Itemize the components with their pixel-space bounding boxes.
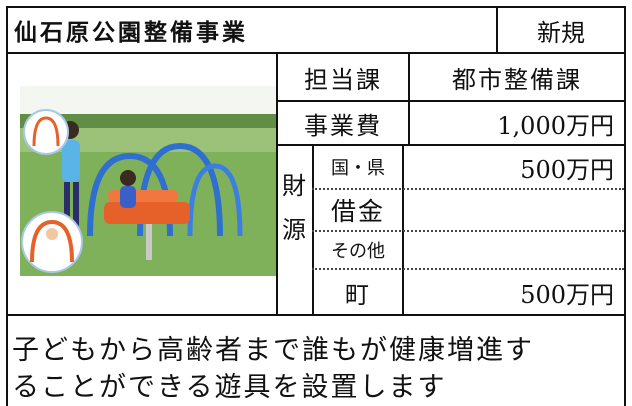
rule-dotted-2 (312, 230, 624, 232)
rule-dotted-1 (312, 188, 624, 190)
rule-cost (408, 100, 410, 144)
rule-dotted-3 (312, 268, 624, 270)
funding-row-value: 500万円 (520, 155, 614, 184)
description-line: 子どもから高齢者まで誰もが健康増進す (12, 335, 534, 366)
rule-body (8, 314, 624, 316)
rule-badge (496, 8, 498, 52)
dept-value: 都市整備課 (452, 65, 582, 94)
rule-cost-bottom (276, 144, 624, 146)
playground-photo (20, 86, 276, 276)
cost-label: 事業費 (304, 111, 382, 140)
rule-funding-group (312, 144, 314, 314)
funding-row-value: 500万円 (520, 280, 614, 309)
funding-row-label: 借金 (330, 197, 385, 226)
rule-funding-values (402, 144, 404, 314)
rule-dept-bottom (276, 100, 624, 102)
rule-photo-right (276, 52, 278, 314)
dept-label: 担当課 (304, 65, 382, 94)
funding-row-value (404, 190, 624, 230)
funding-source-label: 財 源 (276, 164, 312, 252)
funding-label-char-1: 財 (282, 172, 306, 200)
cost-value: 1,000万円 (497, 111, 614, 140)
rule-header (8, 52, 624, 54)
project-title: 仙石原公園整備事業 (14, 20, 248, 46)
funding-label-char-2: 源 (282, 216, 306, 244)
status-badge: 新規 (537, 18, 585, 47)
rule-dept (408, 52, 410, 100)
funding-row-value (404, 232, 624, 268)
project-description: 子どもから高齢者まで誰もが健康増進す ることができる遊具を設置します (12, 332, 622, 406)
funding-row-label: 町 (345, 280, 371, 309)
funding-row-label: その他 (331, 241, 385, 262)
description-line: ることができる遊具を設置します (12, 372, 447, 403)
funding-row-label: 国・県 (331, 158, 385, 179)
project-sheet: 仙石原公園整備事業 新規 担当課 都市整備課 事業費 1,000万円 財 (6, 6, 626, 406)
